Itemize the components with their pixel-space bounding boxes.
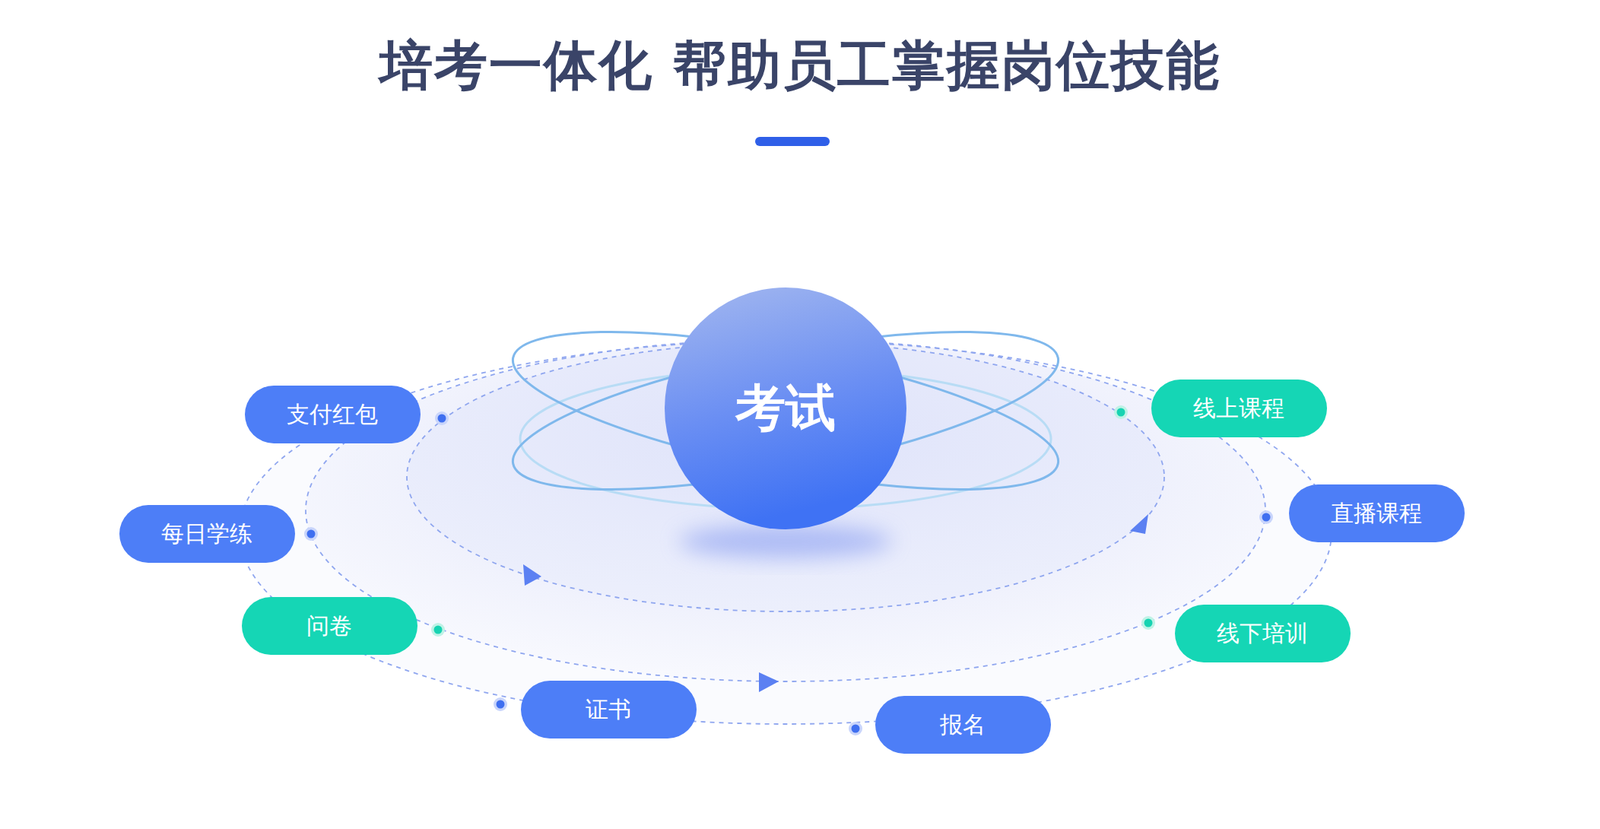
feature-pill: 问卷 [241, 596, 418, 655]
pill-label: 每日学练 [161, 518, 253, 550]
pill-label: 线下培训 [1216, 618, 1308, 650]
pill-body [1174, 604, 1351, 663]
sphere-shadow [679, 524, 893, 559]
orbit-arrow [1130, 514, 1149, 534]
feature-pill: 支付红包 [244, 385, 421, 444]
diagram-title: 培考一体化 帮助员工掌握岗位技能 [0, 30, 1600, 102]
feature-pill: 线下培训 [1174, 604, 1351, 663]
orbit-dot [1262, 513, 1271, 522]
feature-pill: 每日学练 [119, 504, 296, 563]
orbit-dot [851, 724, 861, 734]
orbit-arrow [758, 672, 779, 693]
orbit-dot [307, 530, 316, 539]
feature-pill: 线上课程 [1151, 379, 1327, 438]
pill-body [1288, 484, 1465, 543]
feature-pill: 直播课程 [1288, 484, 1465, 543]
feature-pill: 证书 [520, 680, 697, 739]
pill-label: 问卷 [306, 610, 353, 642]
orbit-arrow [523, 564, 542, 586]
orbit-dot [848, 721, 863, 736]
orbit-dot [434, 625, 443, 635]
pill-label: 直播课程 [1330, 498, 1423, 530]
pill-body [244, 385, 421, 444]
orbit-dot [304, 526, 318, 541]
orbit-dot [434, 411, 449, 426]
pill-label: 证书 [585, 694, 632, 726]
title-underline [755, 136, 830, 147]
orbit-dot [438, 414, 447, 423]
pill-body [241, 596, 418, 655]
orbit-dot [1114, 405, 1128, 420]
orbit-dot [1259, 510, 1274, 524]
orbit-dot [496, 700, 505, 709]
pill-body [1151, 379, 1327, 438]
center-label: 考试 [735, 374, 836, 443]
pill-label: 报名 [939, 709, 986, 741]
orbit-dot [431, 622, 445, 637]
feature-pill: 报名 [875, 695, 1051, 754]
sphere-body [664, 287, 907, 530]
pill-label: 线上课程 [1193, 393, 1285, 425]
orbit-dot [1117, 408, 1126, 417]
orbit-dot [1141, 615, 1156, 630]
center-sphere: 考试 [664, 287, 907, 530]
orbit-dot [493, 697, 508, 712]
outer-orbit [239, 340, 1332, 724]
pill-label: 支付红包 [286, 399, 378, 431]
pill-body [520, 680, 697, 739]
pill-body [875, 695, 1051, 754]
orbit-dot [1144, 619, 1153, 628]
pill-body [119, 504, 296, 563]
